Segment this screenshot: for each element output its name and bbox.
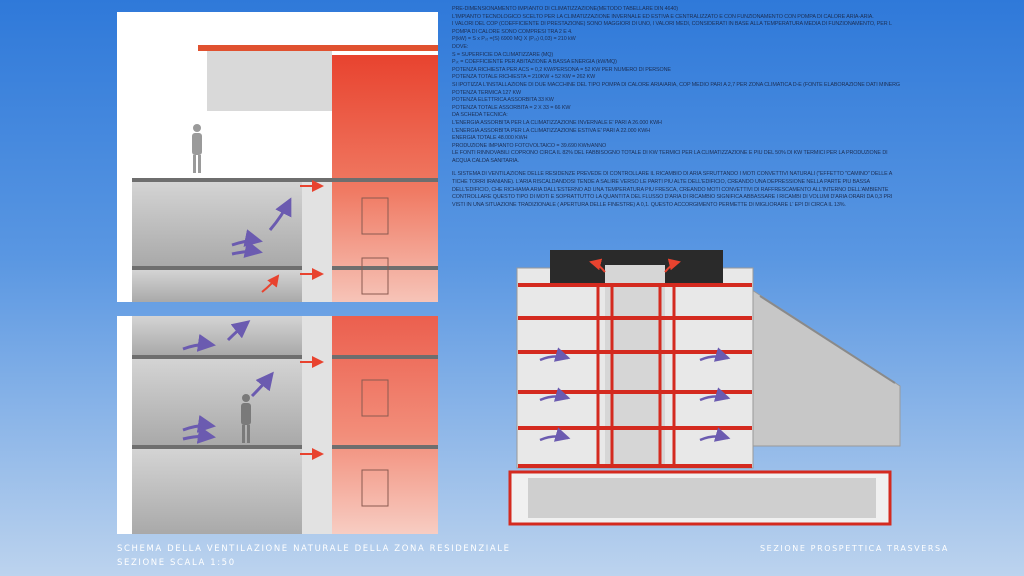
spec-line: Pₛₜ = COEFFICIENTE PER ABITAZIONE A BASS… xyxy=(452,59,617,66)
window xyxy=(361,379,389,417)
spec-line: ENERGIA TOTALE 48.000 KWH xyxy=(452,135,528,142)
airflow-arrows xyxy=(539,347,731,442)
spec-line: L'IMPIANTO TECNOLOGICO SCELTO PER LA CLI… xyxy=(452,13,874,20)
cool-air-arrow xyxy=(231,240,263,258)
perspective-section xyxy=(508,250,901,526)
spec-line: TICHE TORRI IRANIANE). L'ARIA RISCALDAND… xyxy=(452,179,871,186)
window xyxy=(361,469,389,507)
spec-line: POTENZA TERMICA 127 KW xyxy=(452,89,521,96)
heat-chimney-lower xyxy=(332,316,438,534)
spec-line: POTENZA TOTALE RICHIESTA = 210KW + 52 KW… xyxy=(452,74,596,81)
lower-section-content xyxy=(132,316,438,534)
spec-line: DA SCHEDA TECNICA: xyxy=(452,112,508,119)
spec-line: SI IPOTIZZA L'INSTALLAZIONE DI DUE MACCH… xyxy=(452,81,901,88)
floor-slab xyxy=(132,178,438,182)
spec-line: ACQUA CALDA SANITARIA. xyxy=(452,157,519,164)
spec-line: PRODUZIONE IMPIANTO FOTOVOLTAICO = 39.69… xyxy=(452,142,607,149)
floor-slab xyxy=(132,355,438,359)
spec-line: VISTI IN UNA SITUAZIONE TRADIZIONALE ( A… xyxy=(452,201,846,208)
spec-line: PRE-DIMENSIONAMENTO IMPIANTO DI CLIMATIZ… xyxy=(452,6,678,12)
spec-line: L'ENERGIA ASSORBITA PER LA CLIMATIZZAZIO… xyxy=(452,127,651,134)
ramp-wing xyxy=(734,289,901,447)
caption-perspective-section: SEZIONE PROSPETTICA TRASVERSA xyxy=(760,544,949,553)
cool-air-arrow xyxy=(182,333,216,352)
caption-ventilation-scheme: SCHEMA DELLA VENTILAZIONE NATURALE DELLA… xyxy=(117,544,511,554)
spec-line: CONTROLLARE QUESTO TIPO DI MOTI E SOPRAT… xyxy=(452,194,893,201)
human-figure xyxy=(192,124,202,173)
spec-line: LE FONTI RINNOVABILI COPRONO CIRCA IL 82… xyxy=(452,150,888,157)
red-shafts xyxy=(596,285,676,466)
room xyxy=(132,316,302,355)
spec-line: DOVE: xyxy=(452,43,469,50)
spec-line: IL SISTEMA DI VENTILAZIONE DELLE RESIDEN… xyxy=(452,171,893,178)
shaft xyxy=(302,316,332,534)
warm-air-arrow xyxy=(261,274,280,293)
roof-red-beam xyxy=(198,45,438,51)
cool-air-arrow xyxy=(226,320,251,342)
spec-line: I VALORI DEL COP (COEFFICIENTE DI PRESTA… xyxy=(452,21,892,28)
technical-spec-text: PRE-DIMENSIONAMENTO IMPIANTO DI CLIMATIZ… xyxy=(452,6,944,209)
glass-canopy xyxy=(207,51,332,111)
spec-line: DELL'EDIFICIO, CHE RICHIAMA ARIA DALL'ES… xyxy=(452,186,889,193)
floor-slab xyxy=(132,266,438,270)
cool-air-arrow xyxy=(250,371,274,398)
spec-line: S = SUPERFICIE DA CLIMATIZZARE (MQ) xyxy=(452,51,554,58)
spec-line: POTENZA TOTALE ASSORBITA = 2 X 33 = 66 K… xyxy=(452,104,571,111)
spec-line: P(kW) = S x Pₛₜ =(S) 6900 MQ X (Pₛₜ) 0,0… xyxy=(452,36,576,43)
room xyxy=(132,449,302,534)
shaft xyxy=(302,182,332,302)
floor-slab xyxy=(132,445,438,449)
room xyxy=(132,359,302,445)
central-core xyxy=(605,265,665,468)
spec-line: L'ENERGIA ASSORBITA PER LA CLIMATIZZAZIO… xyxy=(452,119,662,126)
upper-section-content xyxy=(132,45,438,302)
window xyxy=(361,197,389,235)
cool-air-arrow xyxy=(182,425,216,444)
spec-line: POTENZA ELETTRICA ASSORBITA 33 KW xyxy=(452,97,554,104)
spec-line: POTENZA RICHIESTA PER ACS = 0,2 KW/PERSO… xyxy=(452,66,671,73)
spec-line: POMPA DI CALORE SONO COMPRESI TRA 2 E 4. xyxy=(452,28,573,35)
cool-air-arrow xyxy=(268,197,292,231)
window xyxy=(361,257,389,295)
human-figure xyxy=(241,394,251,443)
basement-void xyxy=(528,478,876,518)
room-lower xyxy=(132,270,302,302)
caption-section-scale: SEZIONE SCALA 1:50 xyxy=(117,558,236,568)
warm-air-up-arrows xyxy=(589,258,681,273)
